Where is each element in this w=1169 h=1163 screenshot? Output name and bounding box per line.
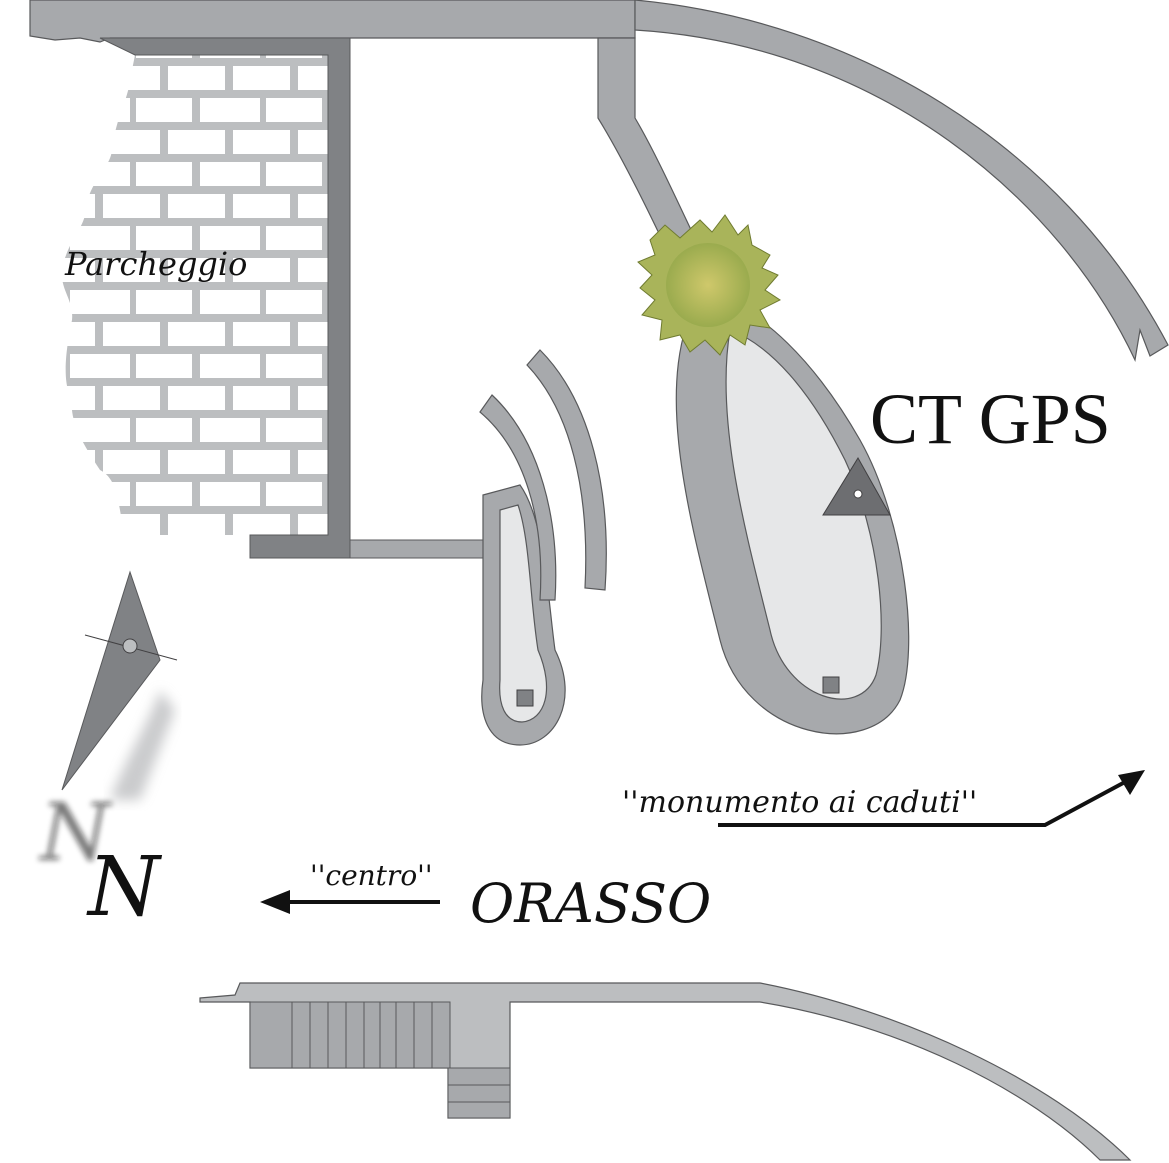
north-label: N [86, 840, 163, 935]
large-roundabout-inner [725, 329, 882, 700]
center-arrow-icon [260, 890, 440, 914]
center-label: ''centro'' [310, 859, 433, 892]
gps-triangle-icon [822, 457, 891, 516]
compass-north-icon [61, 570, 178, 800]
connector-road [349, 539, 486, 559]
monument-label: ''monumento ai caduti'' [622, 785, 977, 820]
parking-area [61, 55, 329, 535]
parking-label: Parcheggio [64, 245, 247, 283]
curved-road-east [634, 0, 1169, 362]
stairs-block [249, 1001, 511, 1119]
monument-arrow-icon [718, 770, 1145, 827]
large-island-marker [822, 676, 840, 694]
parking-wall [99, 37, 351, 559]
top-road [29, 0, 636, 43]
small-roundabout-inner [499, 504, 547, 723]
tree-icon [637, 214, 781, 356]
north-shadow: N [38, 786, 113, 879]
curved-strip-outer [526, 349, 607, 591]
town-label: ORASSO [470, 872, 711, 935]
small-island-marker [516, 689, 534, 707]
ct-gps-label: CT GPS [870, 379, 1111, 459]
curved-strip-inner [479, 394, 557, 601]
